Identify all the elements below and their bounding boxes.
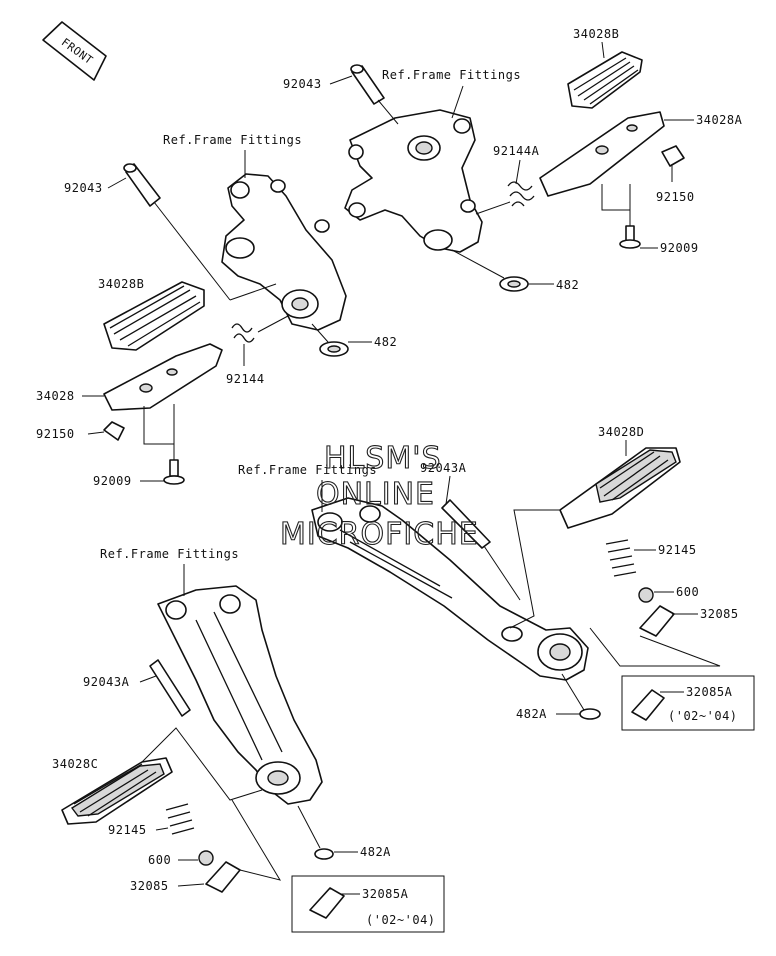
bolt-92009-top [619, 225, 641, 249]
footpeg-rubber-34028B-left [103, 281, 205, 351]
label-years-left: ('02~'04) [366, 913, 436, 927]
label-34028: 34028 [36, 389, 75, 403]
pin-92043A-center [441, 499, 491, 549]
footpeg-34028D [559, 447, 681, 529]
washer-482-left [319, 341, 349, 357]
footpeg-34028A [539, 111, 665, 197]
watermark-line-3: MICROFICHE [280, 517, 479, 552]
lower-bracket [157, 585, 323, 805]
label-92145-right: 92145 [658, 543, 697, 557]
label-92043A-center: 92043A [420, 461, 467, 475]
label-ref-frame-lower: Ref.Frame Fittings [100, 547, 239, 561]
label-34028B-top: 34028B [573, 27, 619, 41]
label-years-right: ('02~'04) [668, 709, 738, 723]
label-92043-left: 92043 [64, 181, 103, 195]
pin-92043-left [123, 163, 161, 207]
label-92145-left: 92145 [108, 823, 147, 837]
spring-92145-right [605, 539, 637, 577]
label-92009-top: 92009 [660, 241, 699, 255]
plunger-32085-left [205, 861, 241, 893]
variant-box-left [291, 875, 445, 933]
label-92144A: 92144A [493, 144, 540, 158]
pin-92043-top [350, 64, 385, 105]
watermark-line-1: HLSM'S [324, 441, 442, 476]
watermark: HLSM'S ONLINE MICROFICHE [279, 440, 479, 552]
label-32085-left: 32085 [130, 879, 169, 893]
washer-482A-right [579, 708, 601, 720]
label-92043-top: 92043 [283, 77, 322, 91]
label-600-left: 600 [148, 853, 171, 867]
label-32085A-right: 32085A [686, 685, 733, 699]
washer-482A-left [314, 848, 334, 860]
stopper-92150-top [661, 145, 685, 167]
label-92009-left: 92009 [93, 474, 132, 488]
pin-92043A-left [149, 659, 191, 717]
front-arrow-icon: FRONT [42, 21, 107, 81]
footpeg-34028 [103, 343, 223, 411]
washer-482-top [499, 276, 529, 292]
label-92043A-left: 92043A [83, 675, 130, 689]
label-ref-frame-mid: Ref.Frame Fittings [163, 133, 302, 147]
plunger-32085A-left [309, 887, 345, 919]
label-482-top: 482 [556, 278, 579, 292]
label-482-left: 482 [374, 335, 397, 349]
label-482A-left: 482A [360, 845, 391, 859]
label-ref-frame-top: Ref.Frame Fittings [382, 68, 521, 82]
label-32085A-left: 32085A [362, 887, 409, 901]
label-32085-right: 32085 [700, 607, 739, 621]
upper-right-bracket [344, 109, 483, 253]
label-34028D: 34028D [598, 425, 644, 439]
label-34028B-left: 34028B [98, 277, 144, 291]
spring-92144A [507, 181, 535, 207]
variant-box-right [621, 675, 755, 731]
spring-92145-left [165, 803, 195, 835]
ball-600-right [638, 587, 654, 603]
bolt-92009-left [163, 459, 185, 485]
plunger-32085-right [639, 605, 675, 637]
label-34028C: 34028C [52, 757, 98, 771]
footpeg-rubber-34028B-top [567, 51, 643, 109]
label-92150-left: 92150 [36, 427, 75, 441]
spring-92144 [231, 323, 255, 343]
label-34028A: 34028A [696, 113, 743, 127]
center-bracket [311, 497, 589, 681]
left-bracket [221, 173, 347, 331]
stopper-92150-left [103, 421, 125, 441]
plunger-32085A-right [631, 689, 665, 721]
label-600-right: 600 [676, 585, 699, 599]
label-482A-right: 482A [516, 707, 547, 721]
watermark-line-2: ONLINE [316, 477, 435, 512]
ball-600-left [198, 850, 214, 866]
label-ref-frame-center: Ref.Frame Fittings [238, 463, 377, 477]
label-92150-top: 92150 [656, 190, 695, 204]
label-92144: 92144 [226, 372, 265, 386]
footpeg-34028C [61, 757, 173, 825]
